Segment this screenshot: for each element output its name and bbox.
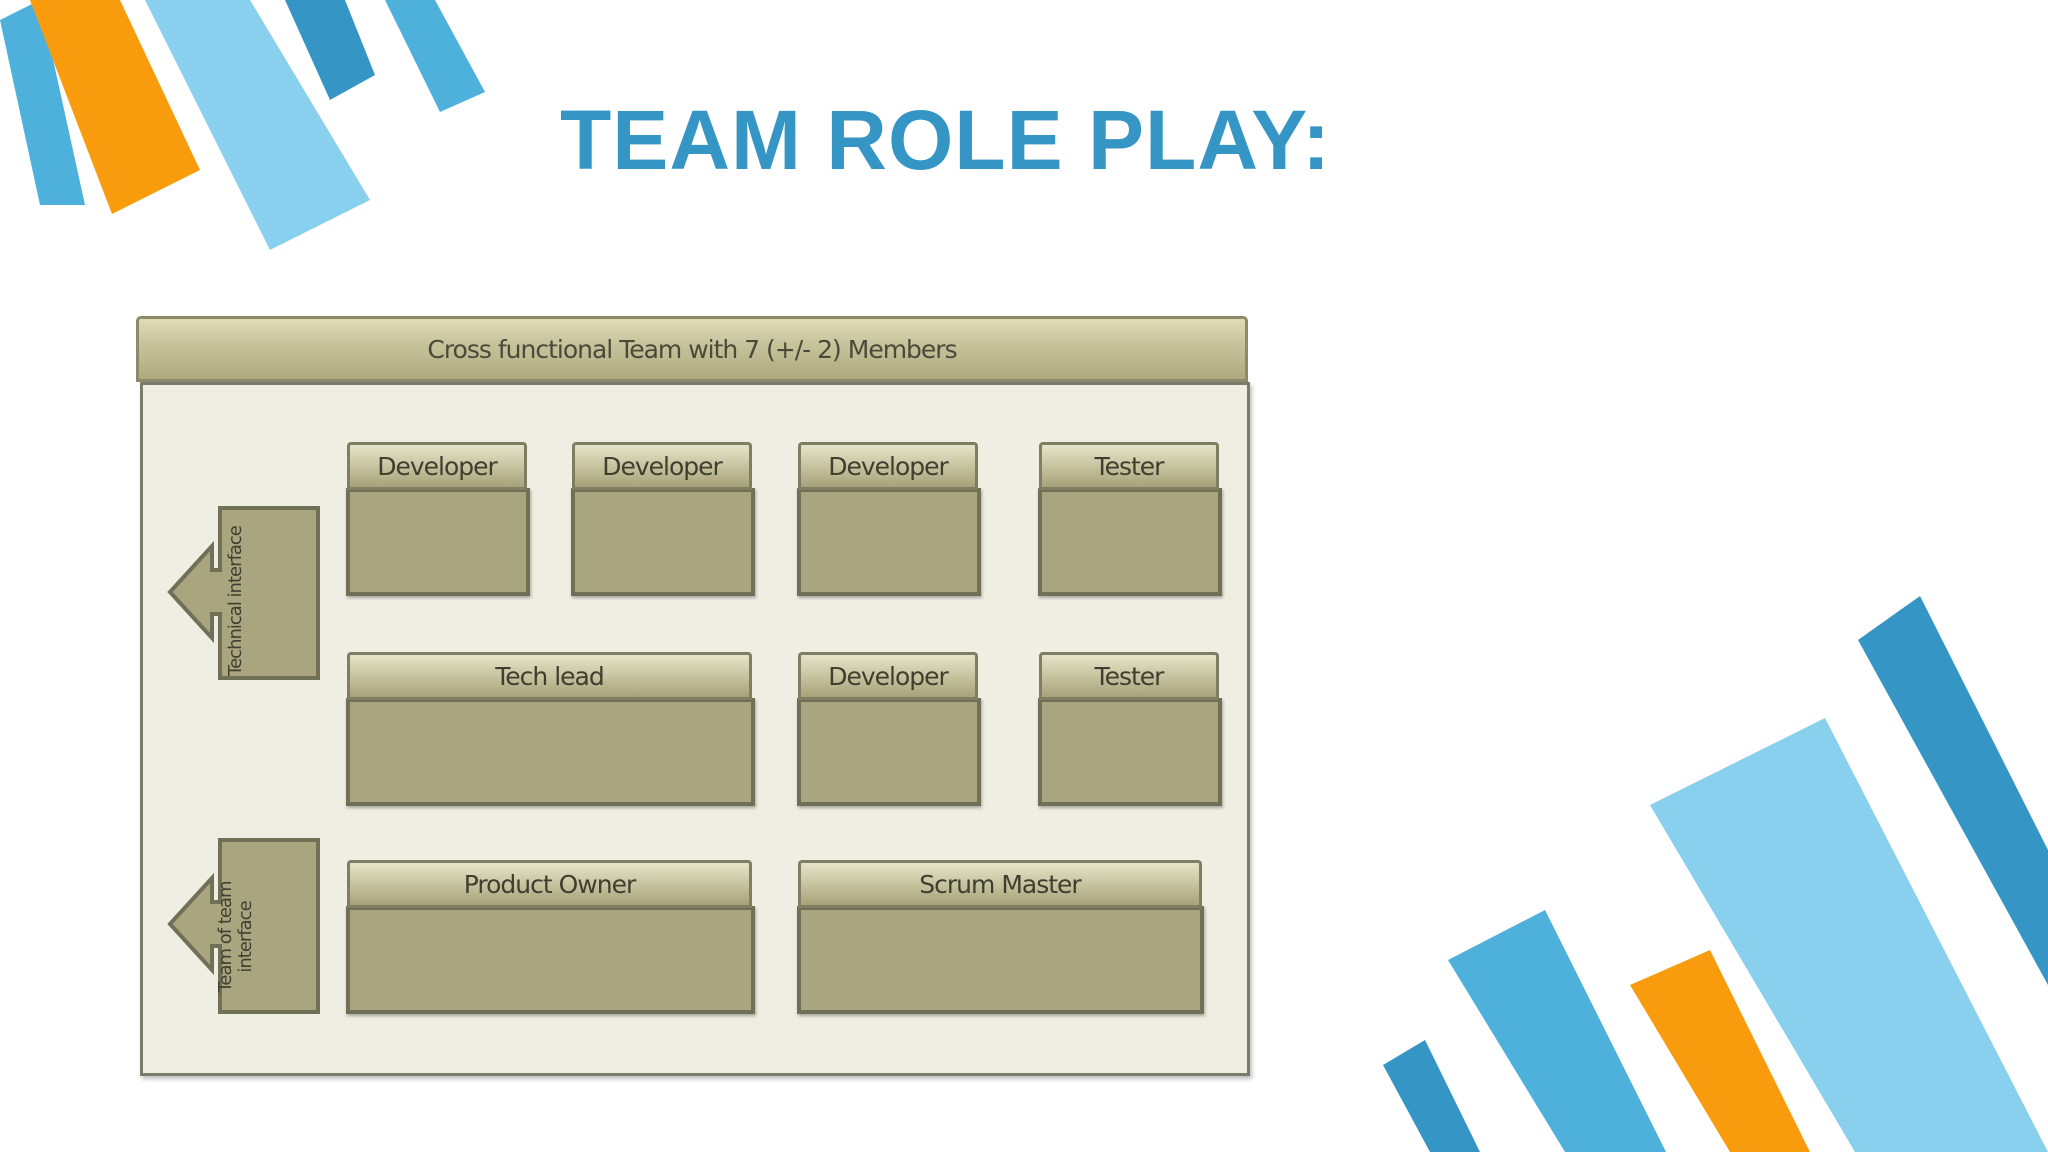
role-label-tester-1: Tester (1039, 442, 1219, 490)
role-box-developer-1 (346, 488, 530, 596)
stripe-top-left-5 (385, 0, 485, 112)
stripe-bottom-right-2 (1448, 910, 1666, 1152)
technical-interface-label: Technical interface (225, 526, 247, 676)
stripe-top-left-3 (145, 0, 370, 250)
slide-title: TEAM ROLE PLAY: (560, 93, 1332, 187)
role-box-developer-3 (797, 488, 981, 596)
team-interface-arrow (167, 838, 320, 1014)
role-label-developer-3: Developer (798, 442, 978, 490)
role-label-tester-2: Tester (1039, 652, 1219, 700)
stripe-top-left-1 (0, 0, 85, 205)
role-box-developer-2 (571, 488, 755, 596)
stripe-top-left-4 (285, 0, 375, 100)
stripe-bottom-right-4 (1650, 718, 2048, 1152)
role-box-developer-4 (797, 698, 981, 806)
role-label-scrum-master: Scrum Master (798, 860, 1202, 908)
role-box-tester-2 (1038, 698, 1222, 806)
stripe-bottom-right-5 (1858, 596, 2048, 985)
team-header: Cross functional Team with 7 (+/- 2) Mem… (136, 316, 1248, 382)
stripe-bottom-right-3 (1630, 950, 1810, 1152)
team-interface-label: Team of team interface (215, 881, 256, 993)
stripe-bottom-right-1 (1383, 1040, 1480, 1152)
stripe-top-left-2 (30, 0, 200, 214)
role-label-developer-1: Developer (347, 442, 527, 490)
role-box-tester-1 (1038, 488, 1222, 596)
technical-interface-arrow (167, 506, 320, 680)
role-box-product-owner (346, 906, 755, 1014)
role-label-developer-4: Developer (798, 652, 978, 700)
role-box-tech-lead (346, 698, 755, 806)
role-label-tech-lead: Tech lead (347, 652, 752, 700)
role-box-scrum-master (797, 906, 1204, 1014)
role-label-product-owner: Product Owner (347, 860, 752, 908)
role-label-developer-2: Developer (572, 442, 752, 490)
